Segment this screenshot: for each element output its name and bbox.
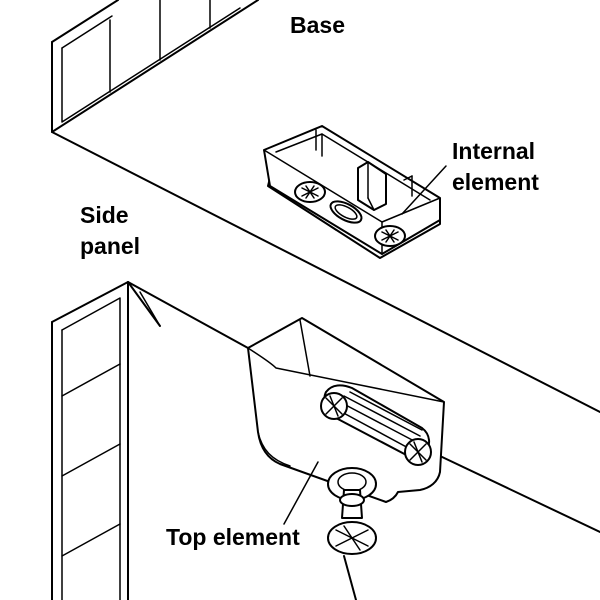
label-side-panel-line1: Side xyxy=(80,202,129,228)
label-base: Base xyxy=(290,12,345,38)
top-element xyxy=(247,317,445,503)
bolt xyxy=(327,467,377,600)
label-top-element: Top element xyxy=(166,524,300,550)
internal-element xyxy=(263,125,441,259)
label-internal-element-line1: Internal xyxy=(452,138,536,164)
label-side-panel-line2: panel xyxy=(80,233,141,259)
base-panel xyxy=(51,0,600,413)
leader-lines xyxy=(139,165,447,525)
side-panel xyxy=(51,281,600,600)
label-internal-element-line2: element xyxy=(452,169,539,195)
